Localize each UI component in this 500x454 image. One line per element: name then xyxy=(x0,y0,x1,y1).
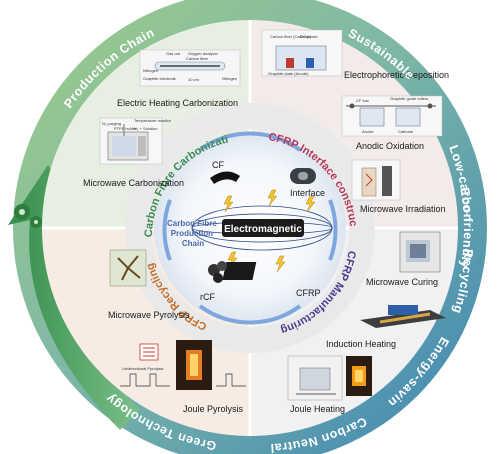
svg-text:Nitrogen: Nitrogen xyxy=(222,76,237,81)
electrophoretic-deposition-illustration: Carbon fiber (Cathode) DC power Graphite… xyxy=(261,29,343,77)
svg-text:CFRP: CFRP xyxy=(296,288,321,298)
electromagnetic-label: Electromagnetic xyxy=(224,224,302,235)
svg-text:Gas out: Gas out xyxy=(166,51,181,56)
cf-node: CF xyxy=(210,160,240,184)
svg-text:CF: CF xyxy=(212,160,224,170)
cfrp-node: CFRP xyxy=(222,262,321,298)
microwave-carbonization-label: Microwave Carbonization xyxy=(83,178,184,188)
svg-text:N₂ + Solution: N₂ + Solution xyxy=(134,126,157,131)
svg-text:Interface: Interface xyxy=(290,188,325,198)
interface-node: Interface xyxy=(290,168,325,198)
electric-heating-carbonization-label: Electric Heating Carbonization xyxy=(117,98,238,108)
rcf-node: rCF xyxy=(200,261,227,302)
electrophoretic-deposition-label: Electrophoretic Deposition xyxy=(344,70,449,80)
joule-heating-label: Joule Heating xyxy=(290,404,345,414)
svg-text:Oxygen analyzer: Oxygen analyzer xyxy=(188,51,219,56)
section-title-ring xyxy=(125,103,375,353)
svg-text:N₂ purging: N₂ purging xyxy=(102,121,121,126)
chain-title: Carbon Fibre Production Chain xyxy=(167,219,219,248)
center-cycle-arrows xyxy=(162,131,338,325)
svg-text:Carbon fiber (Cathode): Carbon fiber (Cathode) xyxy=(270,34,312,39)
svg-text:Graphite electrode: Graphite electrode xyxy=(143,76,177,81)
electromagnetic-box xyxy=(222,219,304,237)
microwave-curing-illustration xyxy=(399,231,441,273)
joule-pyrolysis-illustration: Unidirectional Pyrolysis xyxy=(120,340,246,390)
microwave-carbonization-illustration: N₂ purging Temperature monitor N₂ + Solu… xyxy=(99,117,172,165)
svg-text:Graphite guide rollers: Graphite guide rollers xyxy=(390,96,428,101)
svg-text:PTFE holder: PTFE holder xyxy=(114,126,137,131)
svg-text:Graphite plate (Anode): Graphite plate (Anode) xyxy=(268,71,309,76)
microwave-irradiation-illustration xyxy=(351,159,401,201)
svg-text:rCF: rCF xyxy=(200,292,215,302)
induction-heating-label: Induction Heating xyxy=(326,339,396,349)
microwave-irradiation-label: Microwave Irradiation xyxy=(360,204,446,214)
svg-text:DC power: DC power xyxy=(300,34,318,39)
lightning-bolts xyxy=(223,189,316,273)
induction-heating-illustration xyxy=(360,305,446,328)
svg-text:CF tow: CF tow xyxy=(356,98,369,103)
joule-heating-illustration xyxy=(287,355,372,401)
anodic-oxidation-label: Anodic Oxidation xyxy=(356,141,424,151)
svg-text:10 cm: 10 cm xyxy=(188,77,200,82)
gear-icon xyxy=(14,204,42,228)
joule-pyrolysis-label: Joule Pyrolysis xyxy=(183,404,244,414)
svg-text:Anode: Anode xyxy=(362,129,374,134)
svg-text:Unidirectional Pyrolysis: Unidirectional Pyrolysis xyxy=(122,366,163,371)
electric-heating-carbonization-illustration: Gas out Oxygen analyzer Nitrogen Graphit… xyxy=(139,49,241,87)
svg-text:Temperature monitor: Temperature monitor xyxy=(134,118,172,123)
anodic-oxidation-illustration: CF tow Graphite guide rollers Anode Cath… xyxy=(341,95,443,137)
microwave-pyrolysis-illustration xyxy=(109,249,147,287)
svg-text:Carbon fiber: Carbon fiber xyxy=(186,56,209,61)
svg-text:Nitrogen: Nitrogen xyxy=(143,68,158,73)
svg-text:Cathode: Cathode xyxy=(398,129,414,134)
green-arrow xyxy=(8,165,140,430)
microwave-pyrolysis-label: Microwave Pyrolysis xyxy=(108,310,190,320)
outer-ring xyxy=(13,0,487,454)
microwave-curing-label: Microwave Curing xyxy=(366,277,438,287)
